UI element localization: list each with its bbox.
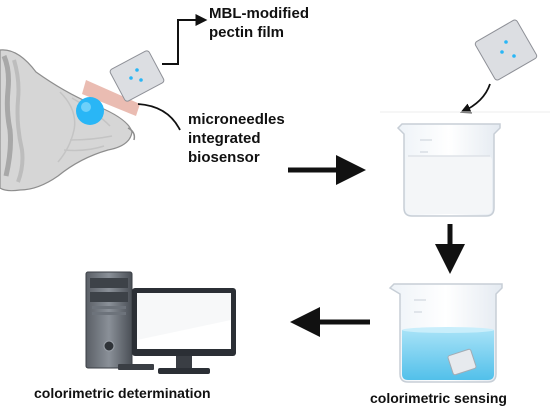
film-drop-arrow (460, 83, 491, 114)
determination-label: colorimetric determination (34, 385, 211, 401)
microneedle-label-line-3: biosensor (188, 149, 260, 166)
beaker-blue-icon (388, 283, 503, 383)
film-label-connector (162, 14, 208, 65)
microneedle-connector (137, 103, 181, 131)
film-label-line-2: pectin film (209, 24, 285, 41)
film-label-line-1: MBL-modified (209, 5, 309, 22)
desktop-computer-icon (85, 271, 236, 374)
breast-anatomy-icon (0, 49, 140, 192)
pectin-film-icon (109, 50, 165, 102)
pectin-film-icon (474, 19, 538, 81)
beaker-clear-icon (396, 123, 501, 217)
sensing-label: colorimetric sensing (370, 390, 507, 406)
microneedle-label-line-2: integrated (188, 130, 261, 147)
microneedle-label-line-1: microneedles (188, 111, 285, 128)
film-label: MBL-modified pectin film (209, 4, 309, 42)
tumor-icon (76, 97, 104, 125)
microneedle-label: microneedles integrated biosensor (188, 110, 285, 167)
